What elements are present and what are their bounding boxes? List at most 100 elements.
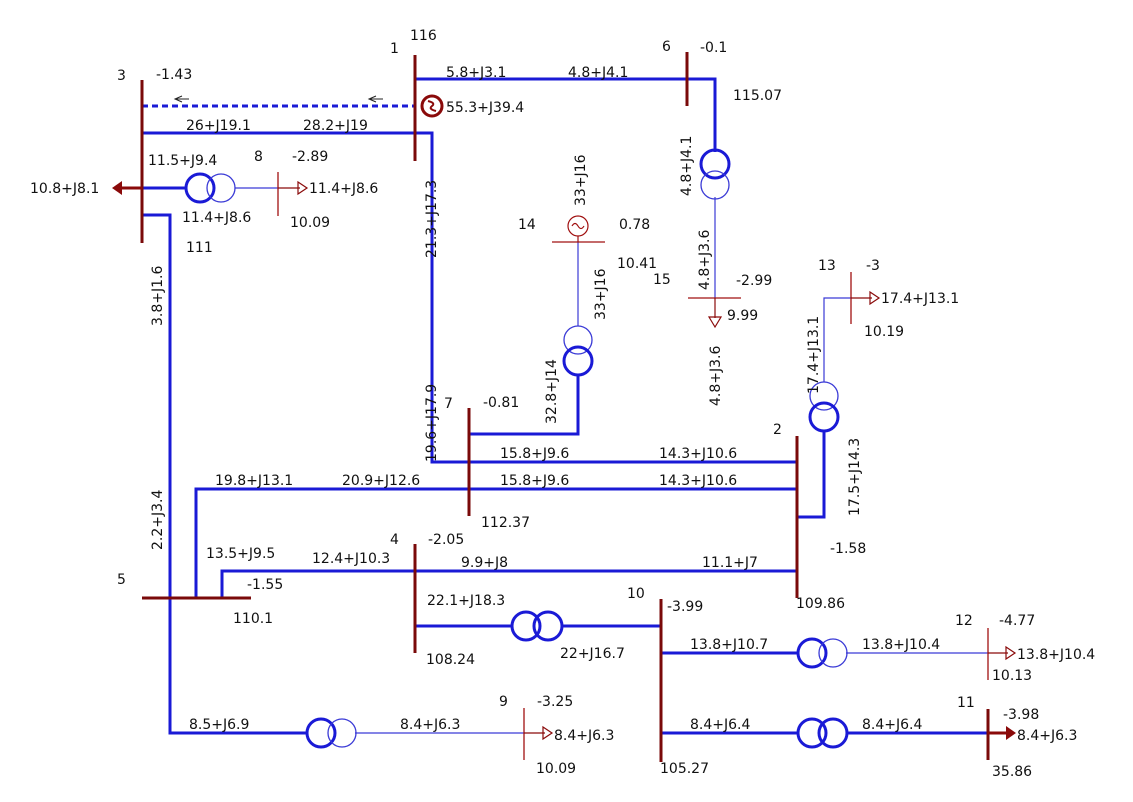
flow-10-12-a: 13.8+J10.7	[690, 637, 768, 653]
flow-7-in: 19.6+J17.9	[424, 384, 440, 462]
flow-7-2-a1: 15.8+J9.6	[500, 446, 569, 462]
generator-bus14-icon	[567, 215, 589, 242]
flow-1-7: 21.3+J17.3	[424, 180, 440, 258]
line-5-2	[194, 487, 469, 598]
flow-15-load: 4.8+J3.6	[708, 346, 724, 406]
bus-13-id: 13	[818, 258, 836, 274]
flow-3-load: 10.8+J8.1	[30, 181, 99, 197]
bus-13-voltage: 10.19	[864, 324, 904, 340]
transformer-2-13	[808, 381, 840, 433]
line-2-13	[797, 430, 826, 519]
flow-3-1-a: 26+J19.1	[186, 118, 251, 134]
load-bus12-arrow	[988, 645, 1017, 661]
bus-11-id: 11	[957, 695, 975, 711]
flow-7-2-b2: 14.3+J10.6	[659, 473, 737, 489]
bus-7-id: 7	[444, 396, 453, 412]
bus-6-voltage: 115.07	[733, 88, 782, 104]
bus-13-angle: -3	[866, 258, 880, 274]
bus-11-voltage: 35.86	[992, 764, 1032, 780]
flow-5-2-b: 20.9+J12.6	[342, 473, 420, 489]
flow-4-10-b: 22+J16.7	[560, 646, 625, 662]
bus-7-voltage: 112.37	[481, 515, 530, 531]
line-1-7-2	[415, 131, 797, 464]
flow-14-gen: 33+J16	[573, 154, 589, 206]
line-7-14	[469, 374, 580, 436]
load-bus11-arrow	[988, 726, 1016, 740]
bus-10-angle: -3.99	[667, 599, 703, 615]
flow-1-6-b: 4.8+J4.1	[568, 65, 628, 81]
flow-8-load: 11.4+J8.6	[309, 181, 378, 197]
bus-14-angle: 0.78	[619, 217, 650, 233]
bus-1-id: 1	[390, 41, 399, 57]
bus-4-angle: -2.05	[428, 532, 464, 548]
transformer-4-10	[510, 610, 564, 642]
bus-2-id: 2	[773, 422, 782, 438]
line-13-t	[823, 297, 851, 382]
flow-12-load: 13.8+J10.4	[1017, 647, 1095, 663]
bus-8-id: 8	[254, 149, 263, 165]
bus-5-id: 5	[117, 572, 126, 588]
flow-13-load: 17.4+J13.1	[881, 291, 959, 307]
flow-6-t: 4.8+J4.1	[679, 136, 695, 196]
bus-3-id: 3	[117, 68, 126, 84]
transformer-10-12	[796, 637, 848, 669]
bus-15-voltage: 9.99	[727, 308, 758, 324]
load-bus3-arrow	[112, 181, 142, 195]
flow-source: 55.3+J39.4	[446, 100, 524, 116]
line-3-5-9	[142, 213, 307, 735]
flow-14-line: 33+J16	[593, 268, 609, 320]
flow-5-4-b: 12.4+J10.3	[312, 551, 390, 567]
generator-bus1-icon	[420, 94, 444, 118]
transformer-6-15	[699, 148, 731, 200]
bus-7-angle: -0.81	[483, 395, 519, 411]
flow-6-15: 4.8+J3.6	[697, 230, 713, 290]
bus-4-voltage: 108.24	[426, 652, 475, 668]
flow-9-load: 8.4+J6.3	[554, 728, 614, 744]
bus-6-angle: -0.1	[700, 40, 727, 56]
bus-5-angle: -1.55	[247, 577, 283, 593]
bus-12-angle: -4.77	[999, 613, 1035, 629]
bus-15-id: 15	[653, 272, 671, 288]
flow-7-2-b1: 15.8+J9.6	[500, 473, 569, 489]
bus-5-voltage: 110.1	[233, 611, 273, 627]
bus-9-voltage: 10.09	[536, 761, 576, 777]
bus-9-angle: -3.25	[537, 694, 573, 710]
flow-5-9-b: 8.4+J6.3	[400, 717, 460, 733]
bus-12-id: 12	[955, 613, 973, 629]
flow-10-12-b: 13.8+J10.4	[862, 637, 940, 653]
bus-2-voltage: 109.86	[796, 596, 845, 612]
flow-5-4-a: 13.5+J9.5	[206, 546, 275, 562]
bus-3-angle: -1.43	[156, 67, 192, 83]
bus-4-id: 4	[390, 532, 399, 548]
bus-10-id: 10	[627, 586, 645, 602]
bus-12-voltage: 10.13	[992, 668, 1032, 684]
flow-10-11-a: 8.4+J6.4	[690, 717, 750, 733]
bus-3-voltage: 111	[186, 240, 213, 256]
flow-13-t: 17.4+J13.1	[806, 316, 822, 394]
flow-5-9-a: 8.5+J6.9	[189, 717, 249, 733]
flow-4-10-a: 22.1+J18.3	[427, 593, 505, 609]
flow-2-13: 17.5+J14.3	[847, 438, 863, 516]
load-bus15-arrow	[707, 298, 723, 329]
bus-1-voltage: 116	[410, 28, 437, 44]
flow-8-lower: 11.4+J8.6	[182, 210, 251, 226]
transformer-10-11	[796, 717, 849, 749]
flow-1-6-a: 5.8+J3.1	[446, 65, 506, 81]
flow-4-2-b: 11.1+J7	[702, 555, 758, 571]
bus-11-angle: -3.98	[1003, 707, 1039, 723]
flow-7-2-a2: 14.3+J10.6	[659, 446, 737, 462]
bus-8-angle: -2.89	[292, 149, 328, 165]
line-5-4-2	[220, 569, 797, 598]
load-bus8-arrow	[278, 180, 309, 196]
load-bus9-arrow	[524, 725, 554, 741]
transformer-5-9	[305, 717, 357, 749]
bus-15-angle: -2.99	[736, 273, 772, 289]
flow-4-2-a: 9.9+J8	[461, 555, 508, 571]
load-bus13-arrow	[851, 290, 881, 306]
flow-5-2-a: 19.8+J13.1	[215, 473, 293, 489]
flow-arrow-marks	[173, 95, 383, 103]
flow-3-5: 3.8+J1.6	[150, 266, 166, 326]
flow-10-11-b: 8.4+J6.4	[862, 717, 922, 733]
flow-14-7: 32.8+J14	[544, 359, 560, 424]
